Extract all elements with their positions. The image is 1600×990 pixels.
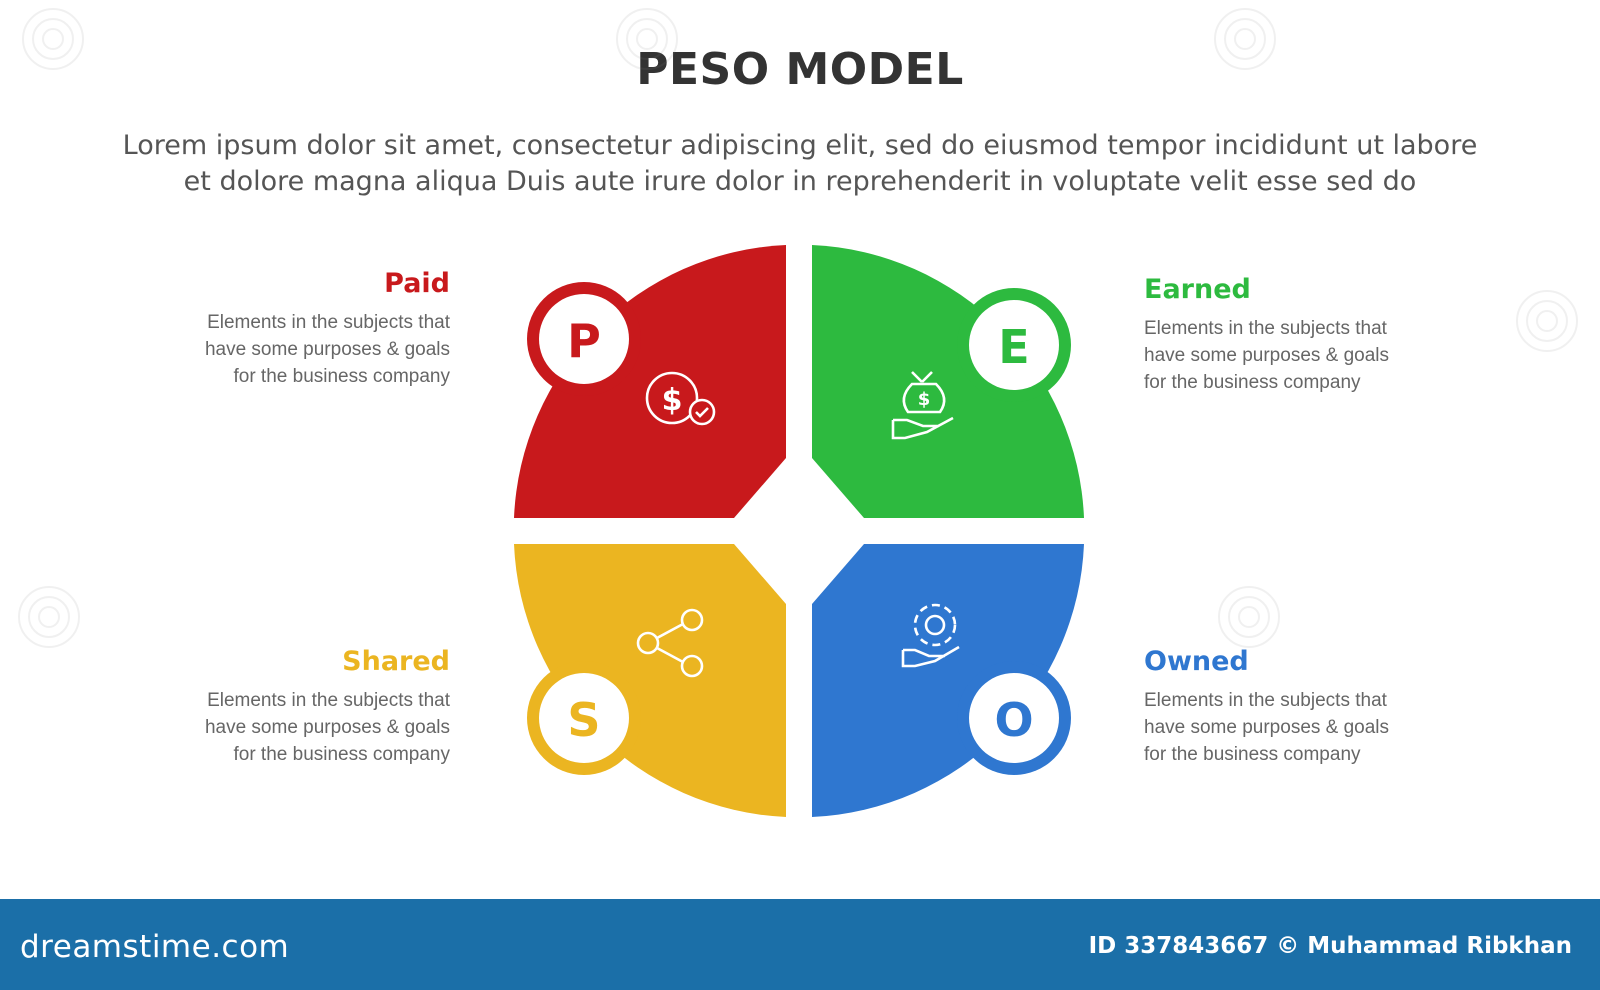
- label-owned-desc: Elements in the subjects that have some …: [1144, 687, 1444, 768]
- footer-bar: dreamstime.com ID 337843667 © Muhammad R…: [0, 899, 1600, 990]
- label-earned-title: Earned: [1144, 274, 1251, 305]
- watermark-spiral-icon: [616, 8, 678, 70]
- page-title: PESO MODEL: [636, 44, 964, 95]
- label-paid-title: Paid: [384, 268, 450, 299]
- label-earned-desc-line: Elements in the subjects that: [1144, 318, 1387, 339]
- shared-letter-bg: [539, 673, 629, 763]
- owned-letter: O: [994, 693, 1033, 747]
- label-earned-desc: Elements in the subjects that have some …: [1144, 315, 1444, 396]
- footer-brand: dreamstime.com: [20, 929, 290, 965]
- label-shared-desc-line: for the business company: [233, 744, 450, 765]
- subtitle-line-2: et dolore magna aliqua Duis aute irure d…: [183, 166, 1417, 197]
- owned-letter-bg: [969, 673, 1059, 763]
- label-shared-title: Shared: [342, 646, 450, 677]
- label-owned-desc-line: Elements in the subjects that: [1144, 690, 1387, 711]
- label-paid-desc-line: have some purposes & goals: [204, 339, 450, 360]
- label-shared-desc: Elements in the subjects that have some …: [150, 687, 450, 768]
- paid-letter-bg: [539, 294, 629, 384]
- label-paid-desc-line: Elements in the subjects that: [207, 312, 450, 333]
- earned-segment: [812, 245, 1084, 518]
- earned-letter-bg: [969, 300, 1059, 390]
- dollar-check-icon: $: [645, 371, 716, 426]
- label-owned-desc-line: have some purposes & goals: [1144, 717, 1390, 738]
- quadrant-owned: O: [812, 544, 1084, 817]
- footer-image-id: ID 337843667 © Muhammad Ribkhan: [1088, 933, 1572, 959]
- watermark-spiral-icon: [18, 586, 80, 648]
- svg-text:$: $: [918, 389, 931, 410]
- label-shared-desc-line: Elements in the subjects that: [207, 690, 450, 711]
- shared-segment: [514, 544, 786, 817]
- svg-text:$: $: [662, 383, 683, 418]
- label-owned-desc-line: for the business company: [1144, 744, 1361, 765]
- watermark-spiral-icon: [22, 8, 84, 70]
- shared-letter: S: [567, 693, 600, 747]
- label-owned-title: Owned: [1144, 646, 1249, 677]
- quadrant-paid: P $: [514, 245, 786, 518]
- watermark-spiral-icon: [1516, 290, 1578, 352]
- label-paid: Paid Elements in the subjects that have …: [150, 268, 450, 390]
- subtitle: Lorem ipsum dolor sit amet, consectetur …: [60, 128, 1540, 200]
- paid-segment: [514, 245, 786, 518]
- quadrant-earned: E $: [812, 245, 1084, 518]
- label-owned: Owned Elements in the subjects that have…: [1144, 646, 1444, 768]
- share-icon: [636, 608, 704, 678]
- label-paid-desc: Elements in the subjects that have some …: [150, 309, 450, 390]
- paid-letter: P: [567, 314, 601, 368]
- owned-segment: [812, 544, 1084, 817]
- money-bag-hand-icon: $: [891, 371, 954, 440]
- watermark-spiral-icon: [1214, 8, 1276, 70]
- label-shared-desc-line: have some purposes & goals: [204, 717, 450, 738]
- earned-letter: E: [998, 320, 1029, 374]
- label-earned-desc-line: for the business company: [1144, 372, 1361, 393]
- label-earned: Earned Elements in the subjects that hav…: [1144, 274, 1444, 396]
- watermark-spiral-icon: [1218, 586, 1280, 648]
- quadrant-shared: S: [514, 544, 786, 817]
- label-shared: Shared Elements in the subjects that hav…: [150, 646, 450, 768]
- subtitle-line-1: Lorem ipsum dolor sit amet, consectetur …: [122, 130, 1478, 161]
- gear-hand-icon: [901, 603, 960, 668]
- label-paid-desc-line: for the business company: [233, 366, 450, 387]
- label-earned-desc-line: have some purposes & goals: [1144, 345, 1390, 366]
